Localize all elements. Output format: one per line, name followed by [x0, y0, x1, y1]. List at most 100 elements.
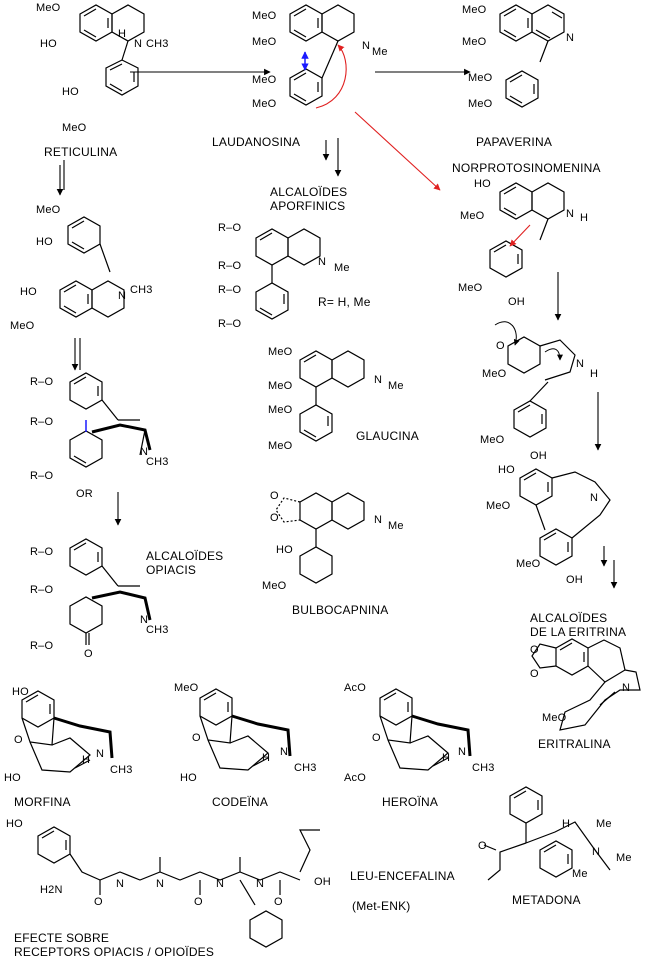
- aporphine-ro-4: R–O: [218, 318, 242, 330]
- eritralina-o-2: O: [530, 668, 539, 680]
- laudanosina-structure: [289, 4, 355, 106]
- glaucina-meo-1: MeO: [268, 346, 293, 358]
- metadona-me-3: Me: [572, 868, 588, 880]
- precursor-or: OR: [76, 488, 93, 500]
- name-reticulina: RETICULINA: [44, 145, 118, 159]
- precursor-ro-2: R–O: [30, 416, 54, 428]
- papaverina-meo-3: MeO: [468, 72, 493, 84]
- morfina-ho-2: HO: [4, 772, 21, 784]
- eritralina-meo: MeO: [542, 712, 567, 724]
- papaverina-meo-4: MeO: [468, 98, 493, 110]
- intermediate-meo: MeO: [482, 368, 507, 380]
- salutaridine-precursor-structure: [69, 372, 152, 468]
- codeina-n: N: [280, 746, 289, 758]
- label-efecte-2: RECEPTORS OPIACIS / OPIOÏDES: [14, 945, 215, 959]
- name-codeina: CODEÏNA: [212, 795, 269, 809]
- norproto-ho: HO: [474, 178, 491, 190]
- precursor-n: N: [140, 446, 149, 458]
- name-leu-encefalina: LEU-ENCEFALINA: [350, 869, 455, 883]
- conformer-meo: MeO: [36, 204, 61, 216]
- aporphine-ro-3: R–O: [218, 284, 242, 296]
- enk-n-1: N: [116, 878, 125, 890]
- laudanosina-me: Me: [372, 46, 388, 58]
- conformer-ch3: CH3: [130, 284, 153, 296]
- enk-n-2: N: [156, 878, 165, 890]
- intermediate-o: O: [496, 340, 505, 352]
- dienone-n: N: [140, 614, 149, 626]
- heroina-aco-2: AcO: [344, 772, 366, 784]
- glaucina-meo-3: MeO: [268, 404, 293, 416]
- label-alcaloides-opiacis-1: ALCALOÏDES: [146, 549, 224, 563]
- name-papaverina: PAPAVERINA: [476, 135, 553, 149]
- papaverina-n: N: [566, 32, 575, 44]
- morfina-ch3: CH3: [110, 764, 133, 776]
- electron-push-arrows: [494, 321, 563, 361]
- label-alcaloides-aporfinics-2: APORFINICS: [270, 199, 346, 213]
- norproto-meo-2: MeO: [458, 282, 483, 294]
- metadona-o: O: [478, 840, 487, 852]
- conformer-n: N: [118, 290, 127, 302]
- conformer-ho-2: HO: [20, 286, 37, 298]
- reticulina-n: N: [134, 38, 143, 50]
- name-eritralina: ERITRALINA: [538, 737, 611, 751]
- laudanosina-meo-4: MeO: [252, 98, 277, 110]
- reticulina-ho-2: HO: [62, 86, 79, 98]
- name-morfina: MORFINA: [14, 795, 71, 809]
- codeina-ho: HO: [180, 772, 197, 784]
- enk-o-2: O: [194, 896, 203, 908]
- reaction-arrows: [56, 68, 618, 589]
- enk-o-1: O: [94, 896, 103, 908]
- blue-arrows: [85, 51, 309, 432]
- codeina-ch3: CH3: [294, 762, 317, 774]
- bulbocapnina-structure: [275, 492, 365, 584]
- papaverina-meo-2: MeO: [462, 36, 487, 48]
- codeina-h: H: [262, 752, 271, 764]
- laudanosina-meo-2: MeO: [252, 36, 277, 48]
- laudanosina-n: N: [362, 40, 371, 52]
- intermediate-n: N: [576, 358, 585, 370]
- opiate-dienone-structure: [69, 538, 152, 645]
- name-glaucina: GLAUCINA: [356, 429, 419, 443]
- enk-o-3: O: [274, 896, 283, 908]
- heroina-aco-1: AcO: [344, 682, 366, 694]
- azonine-n: N: [590, 492, 599, 504]
- aporphine-ro-1: R–O: [218, 222, 242, 234]
- norproto-n: N: [566, 208, 575, 220]
- morfina-ho: HO: [12, 686, 29, 698]
- label-r-note: R= H, Me: [318, 295, 371, 309]
- heroina-structure: [379, 688, 472, 771]
- glaucina-meo-4: MeO: [268, 440, 293, 452]
- glaucina-meo-2: MeO: [268, 380, 293, 392]
- intermediate-oh: OH: [530, 450, 547, 462]
- codeina-structure: [199, 688, 292, 771]
- intermediate-h: H: [590, 368, 599, 380]
- enk-oh: OH: [314, 876, 331, 888]
- bulbocapnina-o-1: O: [270, 490, 279, 502]
- label-alcaloides-opiacis-2: OPIACIS: [146, 563, 197, 577]
- enk-n-3: N: [216, 878, 225, 890]
- metadona-n: N: [592, 846, 601, 858]
- dienone-o: O: [84, 648, 93, 660]
- papaverina-meo-1: MeO: [462, 4, 487, 16]
- azonine-meo: MeO: [486, 500, 511, 512]
- label-alcaloides-eritrina-2: DE LA ERITRINA: [530, 625, 627, 639]
- precursor-ro-3: R–O: [30, 470, 54, 482]
- aporphine-me: Me: [334, 262, 350, 274]
- bulbocapnina-meo: MeO: [262, 580, 287, 592]
- eritralina-structure: [531, 638, 641, 731]
- morfina-o: O: [14, 734, 23, 746]
- name-bulbocapnina: BULBOCAPNINA: [292, 603, 389, 617]
- red-arrows: [315, 44, 531, 247]
- heroina-h: H: [442, 752, 451, 764]
- azonine-ho: HO: [498, 464, 515, 476]
- dienone-intermediate-structure: [507, 336, 576, 438]
- laudanosina-meo-1: MeO: [252, 10, 277, 22]
- bulbocapnina-ho: HO: [276, 544, 293, 556]
- reticulina-meo: MeO: [36, 2, 61, 14]
- precursor-ch3: CH3: [146, 456, 169, 468]
- glaucina-n: N: [374, 374, 383, 386]
- heroina-n: N: [458, 746, 467, 758]
- reticulina-ch3: CH3: [146, 38, 169, 50]
- metadona-h: H: [562, 818, 571, 830]
- bulbocapnina-o-2: O: [270, 512, 279, 524]
